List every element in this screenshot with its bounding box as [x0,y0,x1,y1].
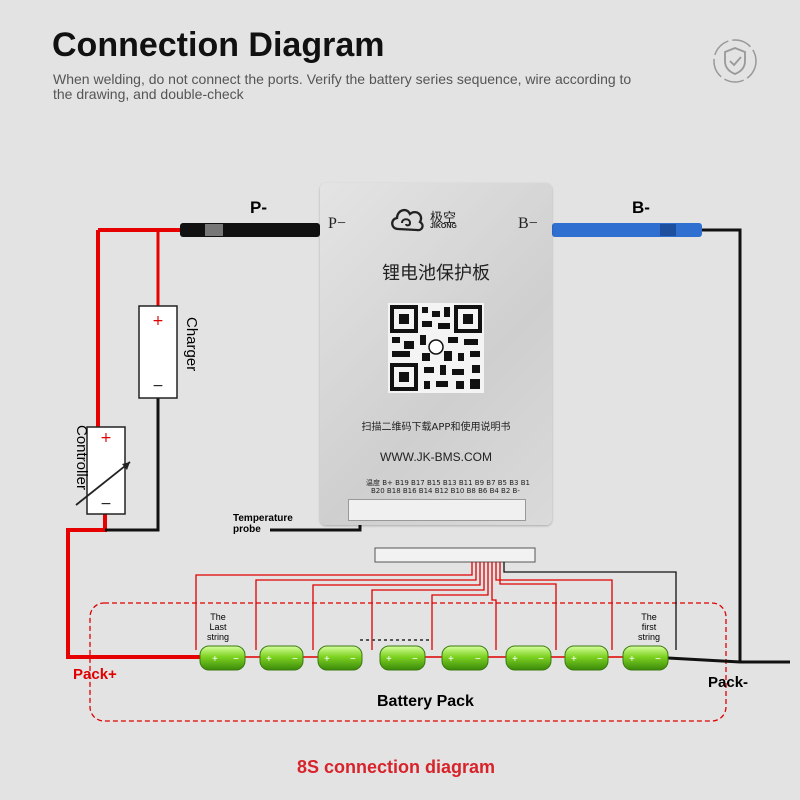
brand-cn: 极空 [430,211,457,226]
controller-label: Controller [73,425,90,491]
website-url: WWW.JK-BMS.COM [380,450,492,464]
temperature-probe-label: Temperature probe [233,513,293,535]
charger-label: Charger [183,317,200,372]
red-wire-controller-bottom [66,514,200,659]
svg-text:−: − [100,496,112,512]
pin-labels-row1: 温度 B+ B19 B17 B15 B13 B11 B9 B7 B5 B3 B1 [366,479,530,487]
p-minus-lead [180,223,320,237]
last-string-label: The Last string [207,612,230,642]
b-port-label: B− [518,215,538,232]
pin-labels-row2: B20 B18 B16 B14 B12 B10 B8 B6 B4 B2 B- [371,487,520,495]
svg-text:−: − [350,654,356,665]
b-minus-label: B- [632,198,650,217]
svg-text:−: − [475,654,481,665]
battery-pack-label: Battery Pack [377,693,474,710]
svg-text:+: + [448,654,454,665]
battery-cell-1: +− [199,645,246,671]
p-port-label: P− [328,215,346,232]
svg-text:−: − [412,654,418,665]
battery-cell-4: +− [379,645,426,671]
svg-text:+: + [266,654,272,665]
red-wire-charger-neg [105,398,160,532]
page-title: Connection Diagram [52,26,385,64]
svg-text:−: − [152,378,164,394]
balance-connector [374,547,536,563]
cloud-logo-icon [391,208,424,232]
board-title-cn: 锂电池保护板 [382,263,490,284]
battery-cell-2: +− [259,645,304,671]
svg-text:+: + [512,654,518,665]
svg-text:+: + [212,654,218,665]
battery-cell-5: +− [441,645,489,671]
first-string-label: The first string [638,612,661,642]
svg-text:+: + [324,654,330,665]
p-minus-label: P- [250,198,267,217]
svg-text:+: + [571,654,577,665]
shield-check-icon [713,39,757,83]
charger-body [138,305,178,399]
battery-cell-3: +− [317,645,363,671]
battery-cell-7: +− [564,645,609,671]
b-minus-lead [552,223,702,237]
pack-plus-label: Pack+ [73,666,117,683]
board-connector [348,499,526,521]
footer-caption: 8S connection diagram [297,757,496,777]
svg-text:+: + [100,430,112,446]
svg-text:+: + [386,654,392,665]
svg-text:−: − [655,654,661,665]
brand-en: JIKONG [430,223,457,230]
qr-code-icon [388,303,484,393]
page-subtitle: When welding, do not connect the ports. … [53,71,632,102]
svg-text:+: + [152,313,164,329]
svg-text:−: − [538,654,544,665]
black-wire-pack-minus [667,656,790,664]
battery-cell-8: +− [622,645,669,671]
pack-minus-label: Pack- [708,674,749,691]
svg-text:−: − [233,654,239,665]
svg-text:−: − [292,654,298,665]
svg-text:+: + [629,654,635,665]
battery-cell-6: +− [505,645,552,671]
bms-board: P− B− 极空 JIKONG 锂电池保护板 扫描二维码下载APP和使用说明书 … [320,183,552,525]
scan-instruction: 扫描二维码下载APP和使用说明书 [361,422,511,433]
svg-text:−: − [597,654,603,665]
black-wire-right [702,228,742,662]
controller-body [86,426,126,515]
